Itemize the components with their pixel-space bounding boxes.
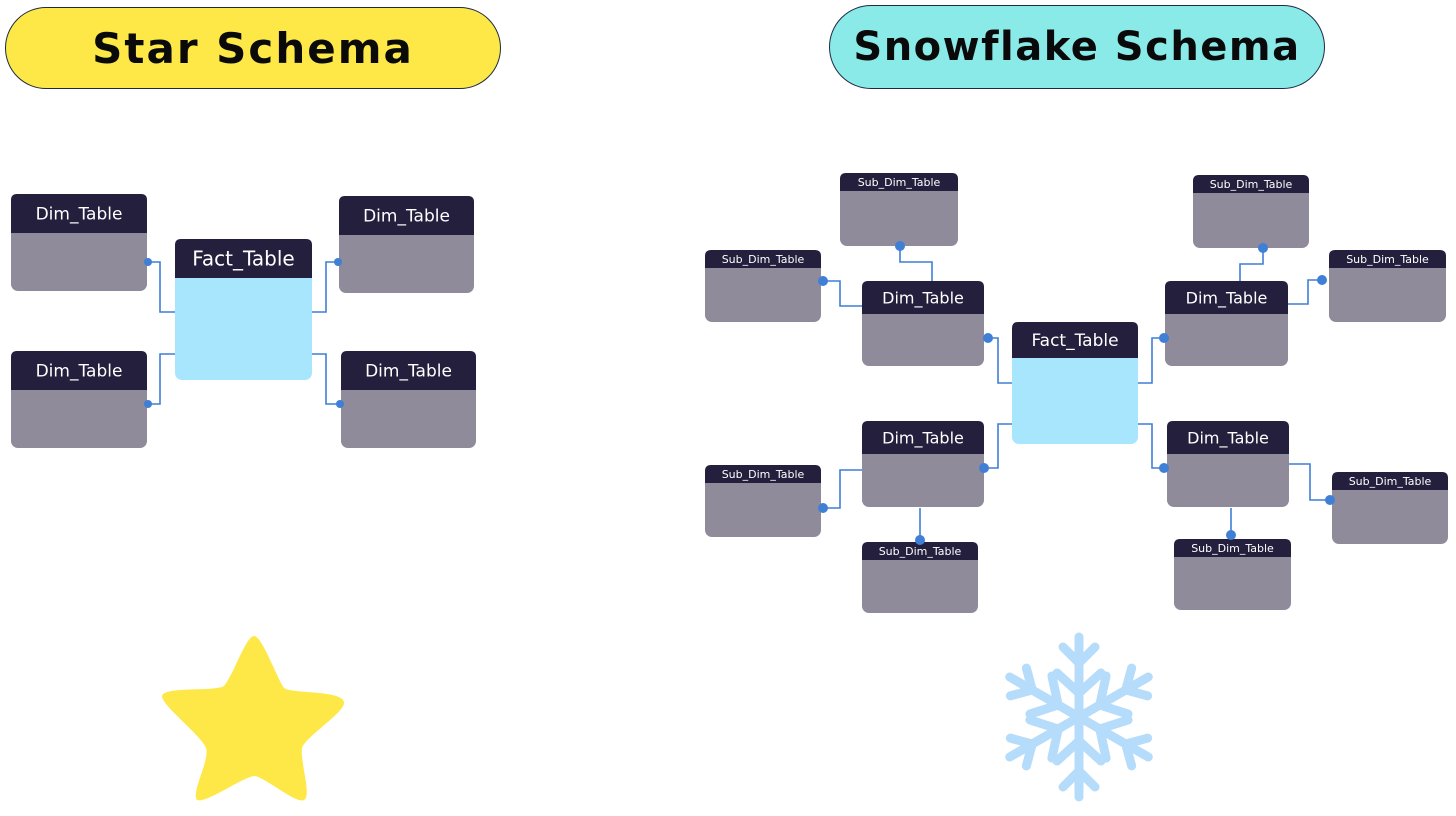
snow-dim-table-4-header <box>1167 421 1289 454</box>
snow-subdim-table-1-body <box>840 173 958 246</box>
snow-dot-4 <box>1159 463 1169 473</box>
snow-fact-table-label: Fact_Table <box>1031 331 1118 351</box>
snowflake-schema-diagram: Sub_Dim_TableSub_Dim_TableSub_Dim_TableS… <box>705 173 1448 613</box>
star-link-1 <box>148 261 176 313</box>
snow-dot-2 <box>979 463 989 473</box>
snow-link-sub1 <box>899 246 933 281</box>
snow-dim-table-3-header <box>862 421 984 454</box>
snow-subdim-table-2-header <box>705 250 821 268</box>
star-fact-table-header <box>175 239 312 278</box>
star-fact-table-label: Fact_Table <box>192 247 294 271</box>
snow-subdim-table-1: Sub_Dim_Table <box>840 173 958 246</box>
snow-subdim-table-1-label: Sub_Dim_Table <box>858 176 941 189</box>
icons <box>162 632 1153 802</box>
snow-dot-1 <box>983 333 993 343</box>
star-dot-3 <box>334 258 342 266</box>
snow-subdim-table-8: Sub_Dim_Table <box>1174 539 1291 610</box>
star-schema-title: Star Schema <box>5 7 501 89</box>
star-dim-table-2: Dim_Table <box>11 351 147 448</box>
snow-link-dim1 <box>988 337 1012 384</box>
snow-dim-table-3-label: Dim_Table <box>882 428 964 448</box>
snow-dot-10 <box>915 535 925 545</box>
snow-dot-11 <box>1325 495 1335 505</box>
star-dot-1 <box>144 258 152 266</box>
star-dim-table-2-header <box>11 351 147 390</box>
snow-dim-table-4: Dim_Table <box>1167 421 1289 507</box>
snow-dot-8 <box>1317 275 1327 285</box>
snow-subdim-table-2: Sub_Dim_Table <box>705 250 821 322</box>
snow-dot-9 <box>818 503 828 513</box>
snow-subdim-table-8-label: Sub_Dim_Table <box>1191 542 1274 555</box>
star-dim-table-3-header <box>339 196 474 235</box>
star-dim-table-4-label: Dim_Table <box>365 362 452 382</box>
snow-dim-table-4-label: Dim_Table <box>1187 428 1269 448</box>
star-icon <box>162 636 345 801</box>
star-dim-table-3-label: Dim_Table <box>363 207 450 227</box>
snow-dot-5 <box>895 241 905 251</box>
star-schema-diagram: Dim_TableDim_TableDim_TableDim_TableFact… <box>11 194 476 448</box>
star-dot-2 <box>144 400 152 408</box>
star-dot-4 <box>336 400 344 408</box>
snow-subdim-table-6-header <box>862 542 978 560</box>
snow-subdim-table-3: Sub_Dim_Table <box>1193 175 1309 248</box>
snow-subdim-table-5-label: Sub_Dim_Table <box>722 468 805 481</box>
snow-subdim-table-7: Sub_Dim_Table <box>1332 472 1448 544</box>
snow-subdim-table-2-label: Sub_Dim_Table <box>722 253 805 266</box>
snow-subdim-table-7-header <box>1332 472 1448 490</box>
snow-link-sub2 <box>823 280 862 307</box>
star-link-4 <box>312 353 340 405</box>
snow-link-dim4 <box>1138 423 1164 469</box>
snow-dim-table-2-header <box>1165 281 1288 314</box>
snow-fact-table: Fact_Table <box>1012 322 1138 444</box>
snow-subdim-table-6-label: Sub_Dim_Table <box>879 545 962 558</box>
star-dim-table-1-label: Dim_Table <box>36 205 123 225</box>
snow-subdim-table-8-header <box>1174 539 1291 557</box>
snow-link-sub5 <box>823 469 862 509</box>
snow-subdim-table-4: Sub_Dim_Table <box>1329 250 1446 322</box>
snow-subdim-table-3-label: Sub_Dim_Table <box>1210 178 1293 191</box>
snow-link-dim2 <box>1138 337 1164 384</box>
star-link-2 <box>148 353 176 405</box>
snow-dim-table-2: Dim_Table <box>1165 281 1288 366</box>
snowflake-schema-title: Snowflake Schema <box>829 5 1325 89</box>
snow-subdim-table-4-header <box>1329 250 1446 268</box>
snow-dim-table-3: Dim_Table <box>862 421 984 507</box>
star-link-3 <box>312 261 338 313</box>
snow-subdim-table-5: Sub_Dim_Table <box>705 465 821 537</box>
snow-link-sub4 <box>1288 279 1322 305</box>
star-dim-table-2-label: Dim_Table <box>36 362 123 382</box>
snow-link-dim3 <box>988 423 1012 469</box>
snowflake-icon <box>1005 632 1153 802</box>
snow-dot-6 <box>818 276 828 286</box>
star-dim-table-1-header <box>11 194 147 233</box>
snow-link-sub3 <box>1239 248 1264 281</box>
snow-dot-12 <box>1226 530 1236 540</box>
snow-subdim-table-5-header <box>705 465 821 483</box>
snow-dot-3 <box>1159 333 1169 343</box>
snow-subdim-table-4-label: Sub_Dim_Table <box>1346 253 1429 266</box>
snow-link-sub7 <box>1288 463 1330 501</box>
star-dim-table-4: Dim_Table <box>341 351 476 448</box>
snow-subdim-table-1-header <box>840 173 958 191</box>
star-dim-table-4-header <box>341 351 476 390</box>
snow-dim-table-2-label: Dim_Table <box>1186 288 1268 308</box>
snow-fact-table-header <box>1012 322 1138 358</box>
snow-dim-table-1-label: Dim_Table <box>882 288 964 308</box>
snow-dot-7 <box>1258 243 1268 253</box>
star-dim-table-3: Dim_Table <box>339 196 474 293</box>
snow-subdim-table-3-header <box>1193 175 1309 193</box>
snow-subdim-table-7-label: Sub_Dim_Table <box>1349 475 1432 488</box>
star-dim-table-1: Dim_Table <box>11 194 147 291</box>
star-fact-table: Fact_Table <box>175 239 312 380</box>
snow-dim-table-1-header <box>862 281 984 314</box>
snow-dim-table-1: Dim_Table <box>862 281 984 366</box>
snow-subdim-table-3-body <box>1193 175 1309 248</box>
snow-subdim-table-6: Sub_Dim_Table <box>862 542 978 613</box>
